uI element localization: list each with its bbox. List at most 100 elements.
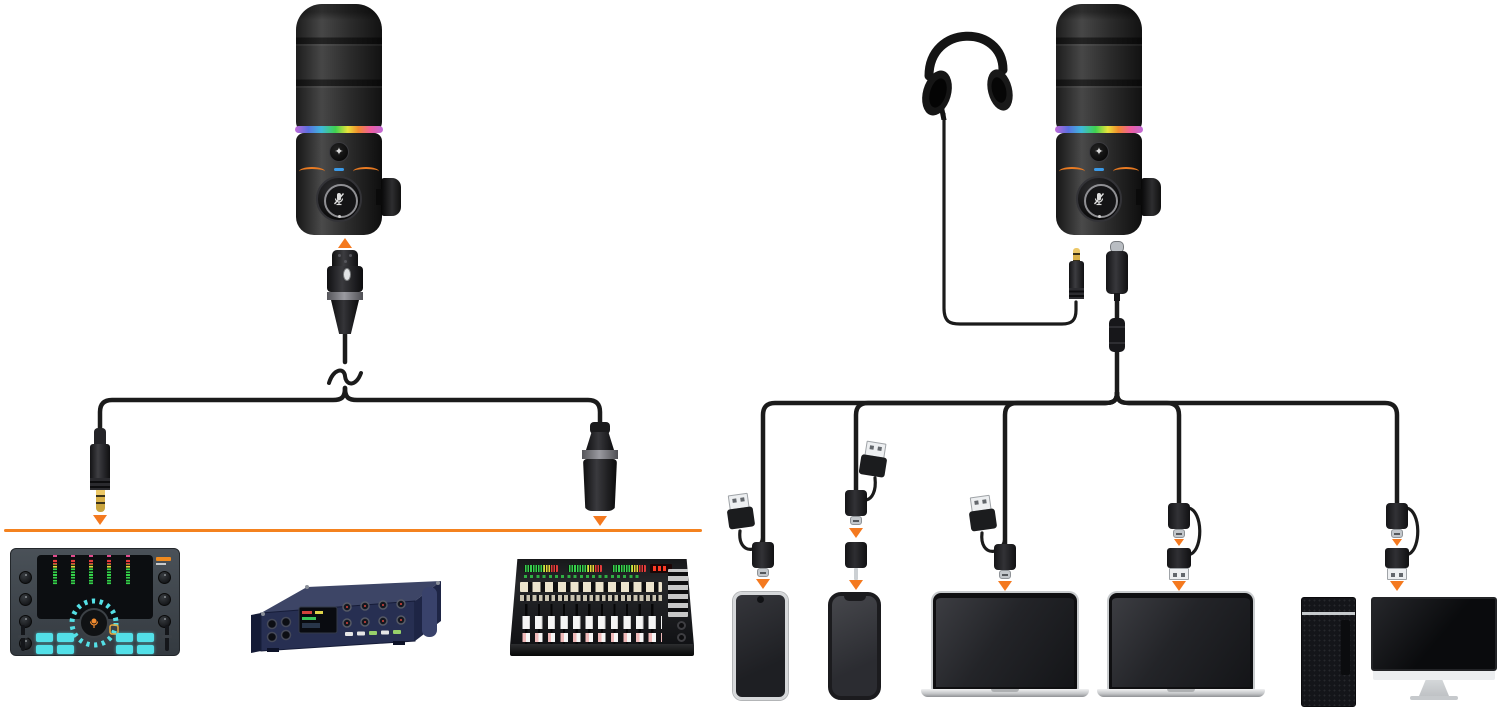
arrow-down-to-adapter bbox=[849, 528, 863, 538]
lightning-adapter bbox=[845, 542, 867, 568]
usb-a-metal-down bbox=[1169, 568, 1189, 580]
console-clock-display bbox=[650, 564, 672, 573]
interface-knob bbox=[158, 593, 171, 606]
meter-label bbox=[89, 555, 93, 557]
device-broadcast-mixing-console bbox=[510, 559, 694, 656]
mic-mute-knob bbox=[316, 176, 362, 222]
xlr-female-top bbox=[332, 250, 358, 268]
cable-branch-xlr-male bbox=[342, 385, 603, 429]
console-fader-caps-lower bbox=[520, 633, 662, 642]
xlr-male-boot bbox=[590, 422, 610, 434]
sparkle-icon: ✦ bbox=[334, 145, 344, 158]
level-meter bbox=[53, 559, 57, 585]
mic-accent-arc bbox=[1059, 167, 1085, 176]
monitor-base bbox=[1410, 696, 1458, 700]
adapter-loop-4 bbox=[1187, 506, 1202, 556]
console-knob bbox=[677, 633, 686, 642]
usb-branch-4 bbox=[1114, 390, 1182, 508]
xlr-male-ring bbox=[582, 450, 618, 459]
adapter-loop-5 bbox=[1405, 506, 1420, 556]
interface-pad-button bbox=[57, 633, 74, 642]
interface-knob bbox=[19, 593, 32, 606]
mic-rgb-button: ✦ bbox=[1089, 142, 1109, 162]
arrow-down-branch-5 bbox=[1390, 581, 1404, 591]
usb-a-otg-adapter bbox=[858, 440, 890, 478]
lightning-pin bbox=[854, 568, 858, 580]
interface-pad-button bbox=[36, 633, 53, 642]
mic-accent-arc bbox=[353, 167, 379, 176]
level-meter bbox=[89, 559, 93, 585]
usb-branch-3 bbox=[1002, 390, 1120, 549]
usb-c-plug-down bbox=[1168, 503, 1190, 538]
usb-c-tip bbox=[999, 570, 1011, 579]
usb-branch-5 bbox=[1114, 390, 1400, 508]
usb-a-otg-adapter bbox=[725, 492, 756, 530]
usb-c-body bbox=[994, 544, 1016, 570]
device-laptop-2 bbox=[1097, 593, 1265, 697]
laptop-base bbox=[1097, 689, 1265, 697]
xlr-male-body bbox=[583, 459, 617, 511]
headphone-trs-plug bbox=[1069, 261, 1084, 299]
interface-knob bbox=[19, 571, 32, 584]
mic-rgb-button: ✦ bbox=[329, 142, 349, 162]
interface-pad-button bbox=[116, 645, 133, 654]
usb-c-body bbox=[1386, 503, 1408, 529]
console-fader-caps bbox=[520, 616, 662, 629]
orange-divider-line bbox=[4, 529, 702, 532]
usb-c-cable-neck bbox=[1114, 293, 1120, 301]
mic-windscreen bbox=[296, 4, 382, 132]
ferrite-bead bbox=[1109, 318, 1125, 352]
xlr-latch bbox=[343, 268, 351, 281]
interface-knob bbox=[158, 615, 171, 628]
meter-label bbox=[107, 555, 111, 557]
console-master-section bbox=[668, 569, 688, 617]
console-meter bbox=[568, 565, 602, 572]
trs-body bbox=[90, 444, 110, 490]
podcast-microphone-right: ✦ bbox=[1055, 4, 1161, 235]
usb-a-metal-down bbox=[1387, 568, 1407, 580]
mic-windscreen bbox=[1056, 4, 1142, 132]
usb-c-body bbox=[845, 490, 867, 516]
usb-branch-1 bbox=[760, 390, 1120, 547]
mic-mute-icon bbox=[333, 193, 345, 206]
usb-c-plug-down bbox=[994, 544, 1016, 579]
console-key-row-2 bbox=[520, 595, 662, 601]
laptop-screen bbox=[933, 593, 1077, 690]
arrow-down-branch-3 bbox=[998, 581, 1012, 591]
device-desktop-tower bbox=[1301, 597, 1356, 707]
cable-branch-trs bbox=[97, 385, 348, 437]
headphone-trs-gold-tip bbox=[1073, 248, 1080, 262]
mic-status-led bbox=[1094, 168, 1104, 171]
headphone-cable bbox=[942, 112, 1078, 326]
device-laptop-1 bbox=[921, 593, 1089, 697]
interface-pad-button bbox=[137, 645, 154, 654]
mic-status-led bbox=[334, 168, 344, 171]
usb-c-body bbox=[1168, 503, 1190, 529]
xlr-ring bbox=[327, 292, 363, 300]
interface-pad-button bbox=[57, 645, 74, 654]
device-multitrack-field-recorder bbox=[245, 577, 441, 657]
arrow-down-branch-4 bbox=[1172, 581, 1186, 591]
laptop-base bbox=[921, 689, 1089, 697]
interface-fader bbox=[162, 625, 172, 651]
console-led-row bbox=[524, 575, 642, 578]
sparkle-icon: ✦ bbox=[1094, 145, 1104, 158]
podcast-microphone-left: ✦ bbox=[295, 4, 401, 235]
interface-knob bbox=[158, 571, 171, 584]
cable-break-symbol bbox=[327, 368, 363, 386]
usb-c-to-usb-a-adapter bbox=[1385, 548, 1409, 568]
usb-branch-2 bbox=[853, 390, 1120, 495]
usb-a-adapter-body bbox=[858, 454, 888, 478]
console-meter bbox=[612, 565, 646, 572]
console-knob bbox=[677, 621, 686, 630]
interface-pad-button bbox=[116, 633, 133, 642]
usb-c-tip bbox=[1173, 529, 1185, 538]
device-audio-interface-mixer bbox=[10, 548, 180, 656]
brand-logo bbox=[156, 557, 171, 565]
device-android-smartphone bbox=[733, 592, 788, 700]
mic-accent-arc bbox=[1113, 167, 1139, 176]
level-meter bbox=[126, 559, 130, 585]
meter-label bbox=[53, 555, 57, 557]
adapter-loop-3 bbox=[980, 531, 1007, 553]
xlr-male-neck bbox=[586, 432, 614, 450]
